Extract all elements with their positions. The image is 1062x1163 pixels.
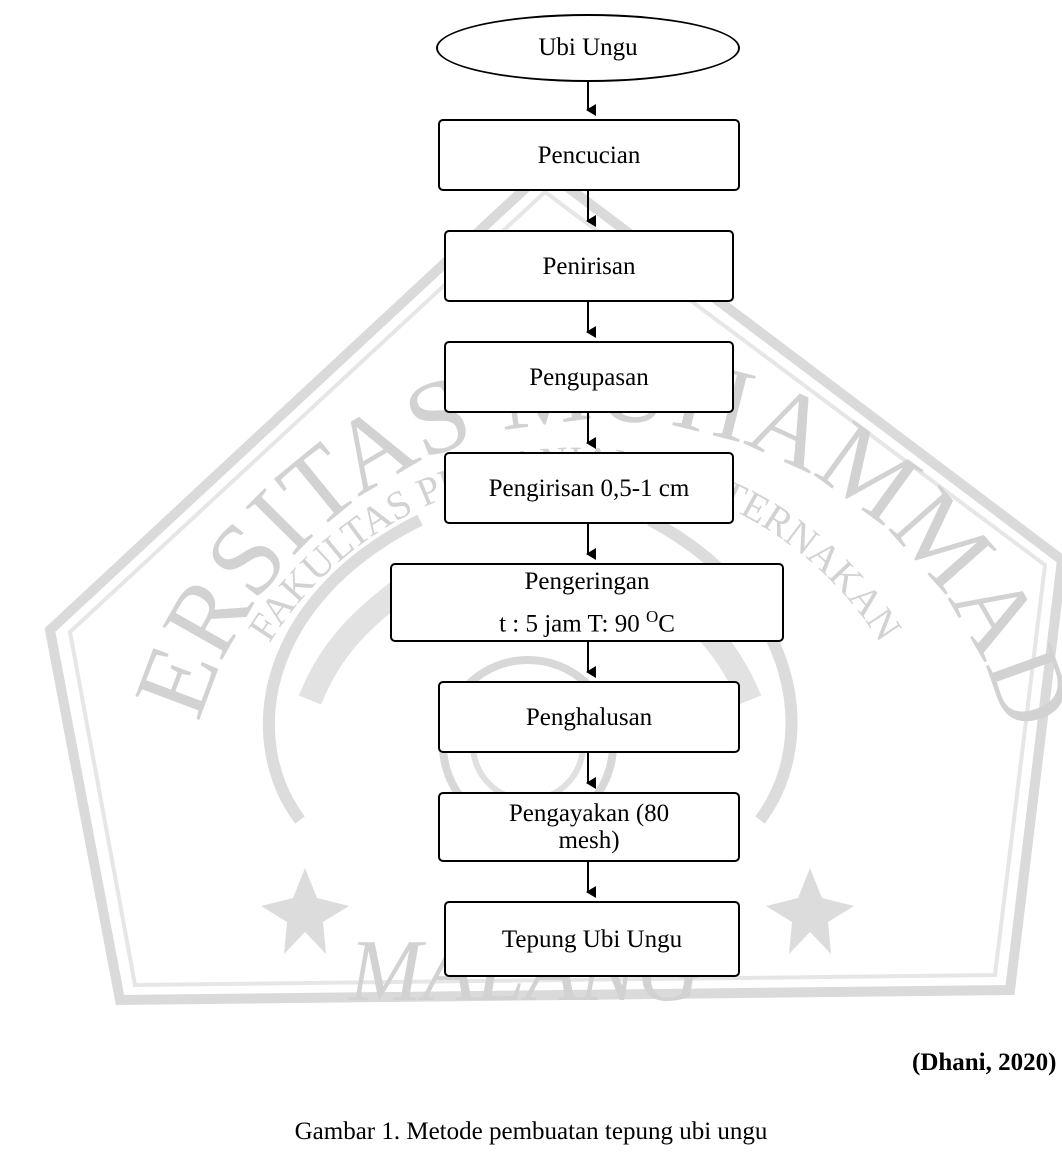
step-label: Pengeringan xyxy=(524,567,650,595)
step-pengayakan: Pengayakan (80 mesh) xyxy=(438,792,740,862)
laurel-left-icon xyxy=(262,514,423,824)
drying-condition: t : 5 jam T: 90 OC xyxy=(499,606,675,638)
end-node: Tepung Ubi Ungu xyxy=(444,901,740,977)
step-penghalusan: Penghalusan xyxy=(438,681,740,753)
step-label: Pengirisan 0,5-1 cm xyxy=(488,474,690,502)
step-label: Pengayakan (80 xyxy=(508,800,670,827)
step-label: Pengupasan xyxy=(529,363,649,391)
start-node-label: Ubi Ungu xyxy=(538,34,638,61)
start-node: Ubi Ungu xyxy=(436,14,740,82)
citation: (Dhani, 2020) xyxy=(912,1049,1057,1076)
step-pengirisan: Pengirisan 0,5-1 cm xyxy=(444,452,734,524)
end-node-label: Tepung Ubi Ungu xyxy=(501,925,683,953)
star-left-icon xyxy=(261,868,349,954)
step-label: Penirisan xyxy=(542,252,636,280)
laurel-right-icon xyxy=(647,514,798,824)
step-label-line2: mesh) xyxy=(558,827,620,854)
step-pengeringan: Pengeringan t : 5 jam T: 90 OC xyxy=(390,563,784,642)
step-label: Penghalusan xyxy=(525,703,653,731)
figure-caption: Gambar 1. Metode pembuatan tepung ubi un… xyxy=(294,1118,768,1145)
step-label: Pencucian xyxy=(537,141,641,169)
degree-symbol: O xyxy=(645,606,659,626)
step-pencucian: Pencucian xyxy=(438,119,740,191)
step-penirisan: Penirisan xyxy=(444,230,734,302)
star-right-icon xyxy=(766,868,854,954)
step-pengupasan: Pengupasan xyxy=(444,341,734,413)
